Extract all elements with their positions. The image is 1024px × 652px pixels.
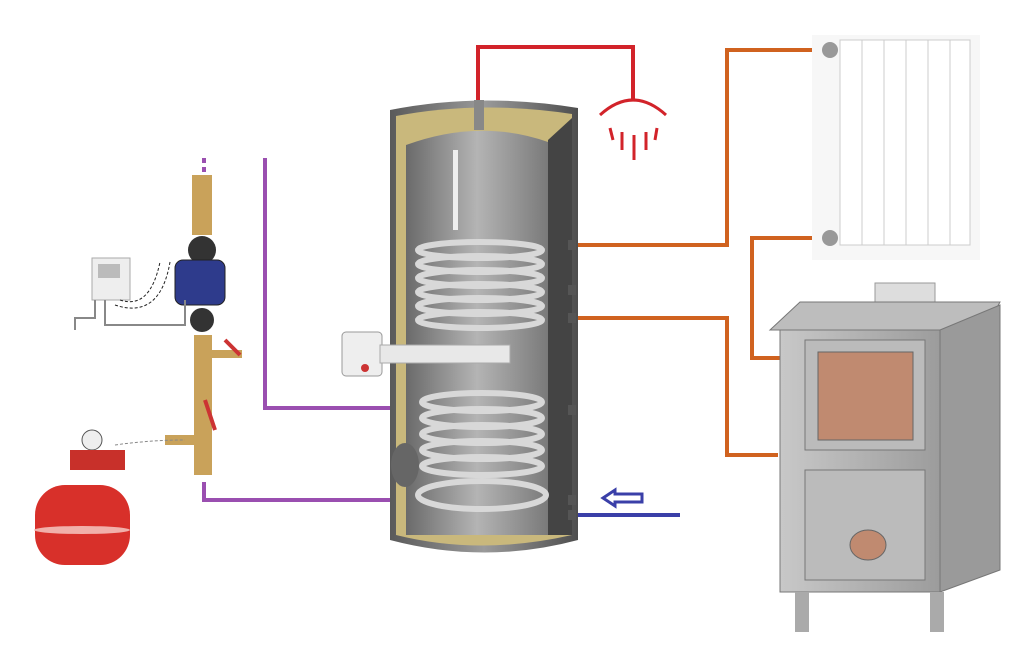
shower-icon: [598, 98, 668, 160]
upper-heat-exchanger-coil: [415, 239, 545, 331]
solid-fuel-boiler: [768, 282, 1001, 632]
electric-heating-element: [341, 331, 511, 377]
radiator: [812, 35, 980, 260]
water-heater-tank: [390, 100, 578, 553]
expansion-tank: [34, 429, 186, 565]
heating-circuit-pipes: [572, 48, 822, 457]
solar-circuit-pipes: [202, 158, 412, 502]
controller: [74, 257, 186, 330]
hot-water-pipe: [476, 45, 635, 102]
lower-heat-exchanger-coil: [415, 390, 549, 512]
flow-arrow-icon: [600, 487, 644, 509]
inspection-flange: [391, 443, 419, 487]
cold-water-inlet: [570, 487, 680, 517]
